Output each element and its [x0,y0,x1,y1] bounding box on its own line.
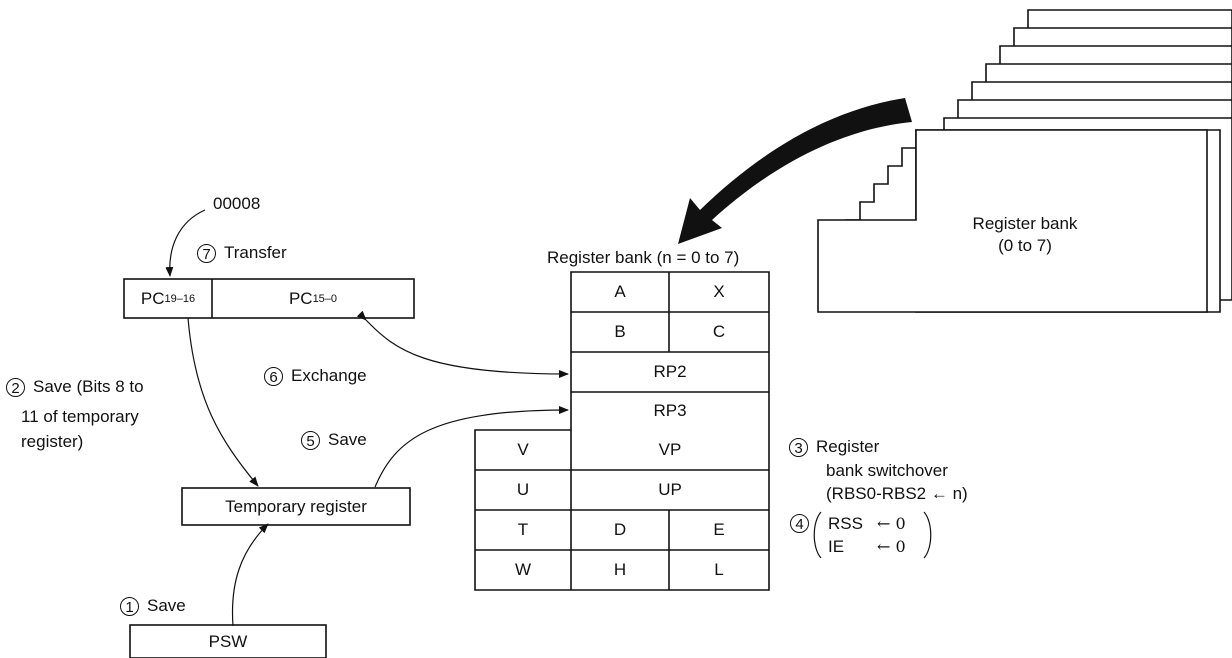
pc-low-sub: 15–0 [312,292,338,305]
save-bits-arrow [187,317,259,487]
stack-label-line2: (0 to 7) [998,236,1052,255]
vector-address: 00008 [213,194,261,213]
pc-high-sub: 19–16 [164,292,196,305]
step7-number: 7 [197,244,216,264]
step4-rss-value: ← 0 [877,514,906,533]
reg-t: T [517,520,529,539]
stack-label-line1: Register bank [972,214,1078,233]
reg-w: W [514,560,532,579]
reg-c: C [712,322,726,341]
rp3-save-arrow [374,406,569,488]
step1-number: 1 [120,597,139,617]
psw-label: PSW [208,631,248,651]
psw-box [129,624,327,658]
step7-text: Transfer [224,243,287,262]
step3-number: 3 [789,438,808,458]
reg-e: E [713,520,725,539]
register-bank-title: Register bank (n = 0 to 7) [547,248,740,267]
reg-rp2: RP2 [653,362,687,381]
step5-label: 5 Save [301,430,367,451]
step6-label: 6 Exchange [264,366,367,387]
bank-select-arrow [678,98,912,244]
reg-vp: VP [658,440,682,459]
step1-text: Save [147,596,186,615]
psw-save-arrow [231,523,269,627]
exchange-arrow [356,310,569,378]
step4-ie-value: ← 0 [877,537,906,556]
pc-register-box [123,278,415,319]
step4-rss: RSS [828,514,863,533]
temporary-register-label: Temporary register [225,496,367,516]
reg-b: B [614,322,626,341]
pc-low-main: PC [288,288,313,308]
reg-v: V [517,440,529,459]
step5-number: 5 [301,431,320,451]
temporary-register-box [181,487,411,526]
step4-number: 4 [790,514,809,534]
reg-a: A [614,282,626,301]
step3-text1: Register [816,437,880,456]
step3-line2: bank switchover [826,461,948,480]
step3-line1: 3 Register [789,437,880,458]
reg-up: UP [658,480,682,499]
step1-label: 1 Save [120,596,186,617]
transfer-arrow [165,209,206,277]
step6-text: Exchange [291,366,367,385]
reg-l: L [714,560,724,579]
register-bank-stack [817,9,1232,313]
reg-x: X [713,282,725,301]
step2-line2: 11 of temporary [21,407,139,426]
step6-number: 6 [264,367,283,387]
step4-number-wrap: 4 [790,513,817,534]
reg-u: U [516,480,530,499]
reg-h: H [613,560,627,579]
step2-text1: Save (Bits 8 to [33,377,144,396]
step7-label: 7 Transfer [197,243,287,264]
step4-left-paren [813,511,822,559]
pc-high-main: PC [140,288,165,308]
step2-line1: 2 Save (Bits 8 to [6,377,144,398]
step4-ie: IE [828,537,845,556]
reg-d: D [613,520,627,539]
step2-line3: register) [21,432,84,451]
step2-number: 2 [6,378,25,398]
step3-line3: (RBS0-RBS2 ← n) [826,484,968,503]
step4-right-paren [923,511,932,559]
reg-rp3: RP3 [653,401,687,420]
step5-text: Save [328,430,367,449]
register-bank-grid [474,271,770,591]
